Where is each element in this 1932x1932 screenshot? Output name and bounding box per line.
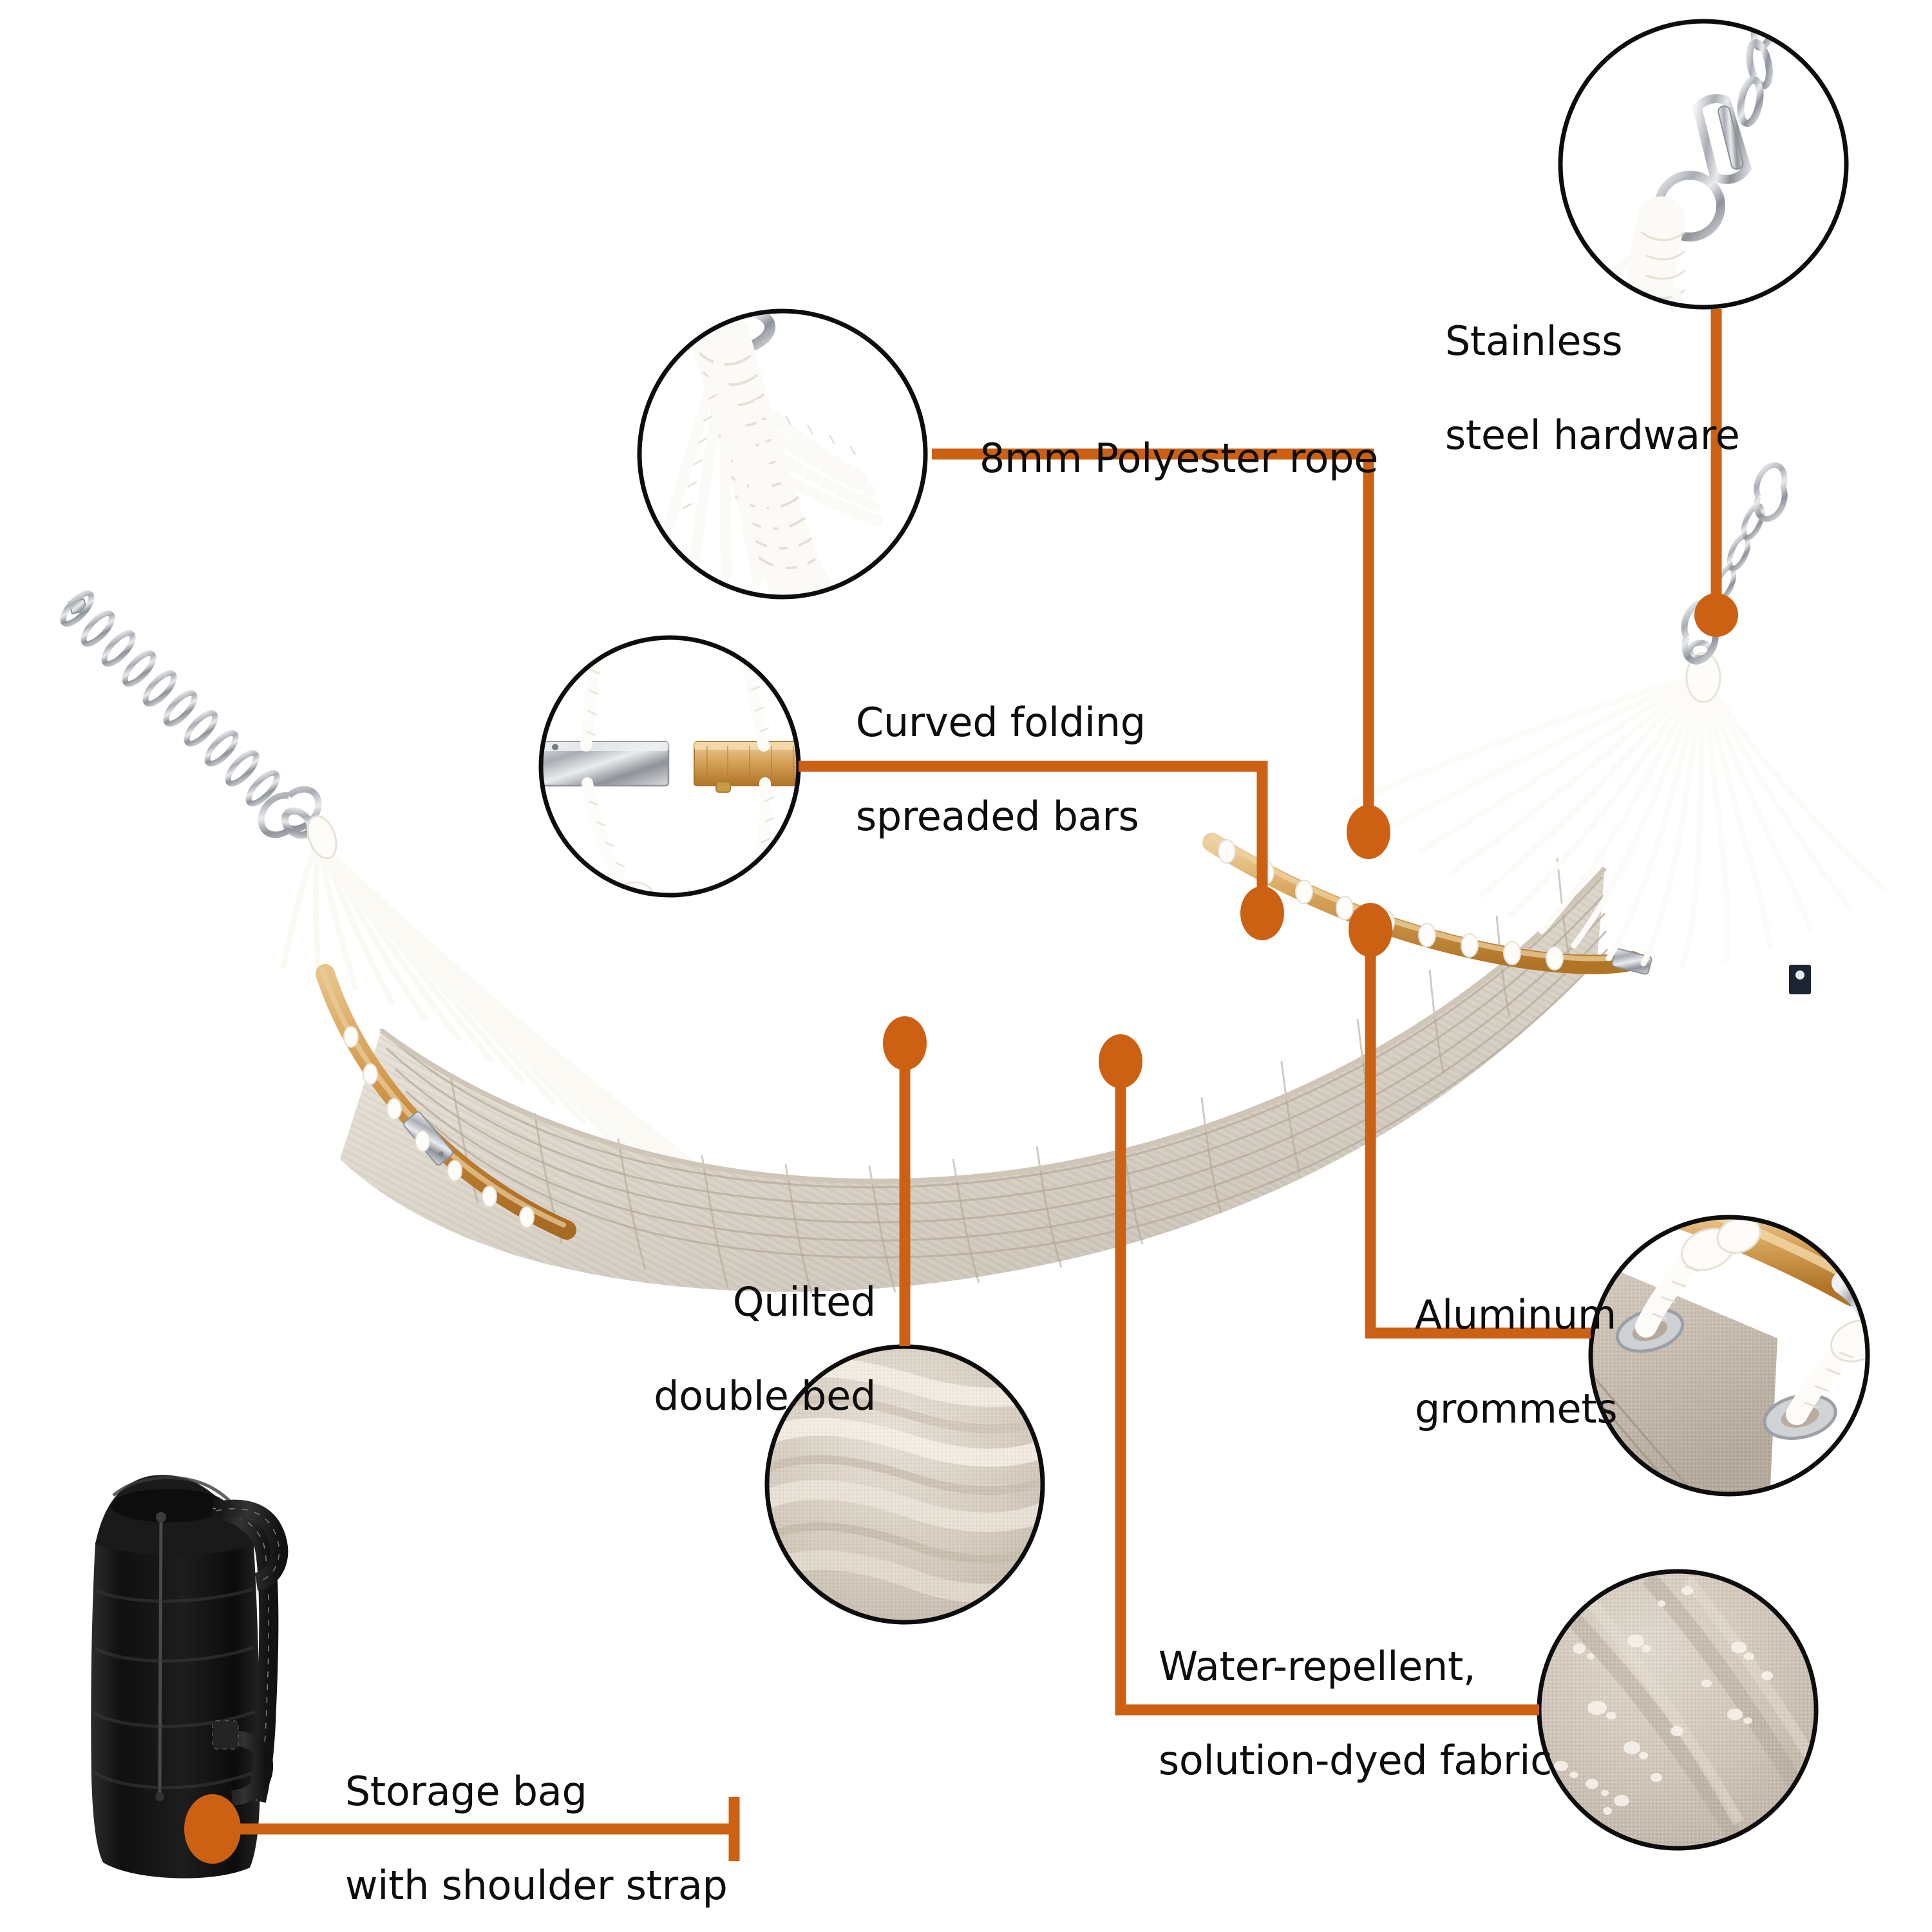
bamboo-bar-chrome-joint-icon bbox=[541, 638, 799, 895]
dot-polyester-rope bbox=[1347, 805, 1390, 859]
dot-storage-bag bbox=[184, 1794, 241, 1864]
detail-circle-spreader-bars bbox=[538, 635, 801, 898]
connector-polyester-rope bbox=[932, 448, 1374, 821]
storage-bag-icon bbox=[91, 1475, 289, 1879]
grommet-eyelet-icon bbox=[1591, 1217, 1868, 1494]
detail-circle-aluminum-grommets bbox=[1588, 1215, 1870, 1497]
dot-spreaded-bars bbox=[1240, 886, 1284, 940]
callout-label-quilted-double-bed: Quilted double bed bbox=[451, 1231, 876, 1420]
label-line-1: Water-repellent, bbox=[1158, 1643, 1476, 1690]
connector-water-repellent bbox=[1115, 1069, 1539, 1716]
water-droplets-fabric-icon bbox=[1539, 1571, 1816, 1848]
label-line-2: with shoulder strap bbox=[345, 1862, 728, 1909]
dot-stainless-steel-hardware bbox=[1694, 593, 1738, 637]
left-rope-knot bbox=[307, 815, 337, 860]
callout-label-aluminum-grommets: Aluminum grommets bbox=[1390, 1244, 1686, 1433]
connector-aluminum-grommets bbox=[1365, 940, 1591, 1339]
bar-screw bbox=[715, 781, 731, 793]
dot-quilted-double-bed bbox=[883, 1016, 927, 1070]
chrome-joint-right bbox=[1611, 948, 1653, 975]
label-line-2: double bed bbox=[654, 1372, 876, 1420]
callout-label-stainless-steel-hardware: Stainless steel hardware bbox=[1420, 270, 1740, 459]
detail-circle-polyester-rope bbox=[637, 308, 928, 600]
left-rope-fan bbox=[280, 837, 763, 1218]
label-line-2: steel hardware bbox=[1444, 412, 1740, 459]
connector-spreaded-bars bbox=[799, 761, 1268, 902]
label-line-1: Aluminum bbox=[1414, 1291, 1616, 1339]
connector-dots bbox=[184, 593, 1738, 1864]
label-line-2: grommets bbox=[1414, 1385, 1618, 1433]
label-line-1: 8mm Polyester rope bbox=[979, 435, 1379, 482]
callout-label-spreaded-bars: Curved folding spreaded bars bbox=[831, 652, 1217, 840]
right-rope-fan bbox=[1349, 674, 1886, 969]
label-line-2: solution-dyed fabric bbox=[1158, 1737, 1552, 1785]
dot-aluminum-grommets bbox=[1349, 903, 1392, 957]
left-bar-rope-ties bbox=[343, 1026, 535, 1228]
label-line-1: Storage bag bbox=[345, 1768, 587, 1815]
label-line-1: Quilted bbox=[732, 1278, 876, 1326]
detail-circle-water-repellent-fabric bbox=[1537, 1569, 1819, 1851]
hammock-bed bbox=[340, 857, 1609, 1294]
dot-water-repellent bbox=[1099, 1034, 1142, 1088]
label-line-2: spreaded bars bbox=[855, 793, 1139, 840]
callout-label-storage-bag: Storage bag with shoulder strap bbox=[320, 1721, 771, 1909]
label-line-1: Curved folding bbox=[855, 699, 1146, 746]
callout-label-polyester-rope: 8mm Polyester rope bbox=[954, 388, 1405, 482]
callout-label-water-repellent-fabric: Water-repellent, solution-dyed fabric bbox=[1133, 1596, 1571, 1785]
brand-label-tag bbox=[1789, 965, 1811, 994]
label-line-1: Stainless bbox=[1444, 317, 1623, 365]
braided-rope-ring-icon bbox=[639, 311, 925, 597]
right-rope-knot bbox=[1685, 652, 1721, 703]
